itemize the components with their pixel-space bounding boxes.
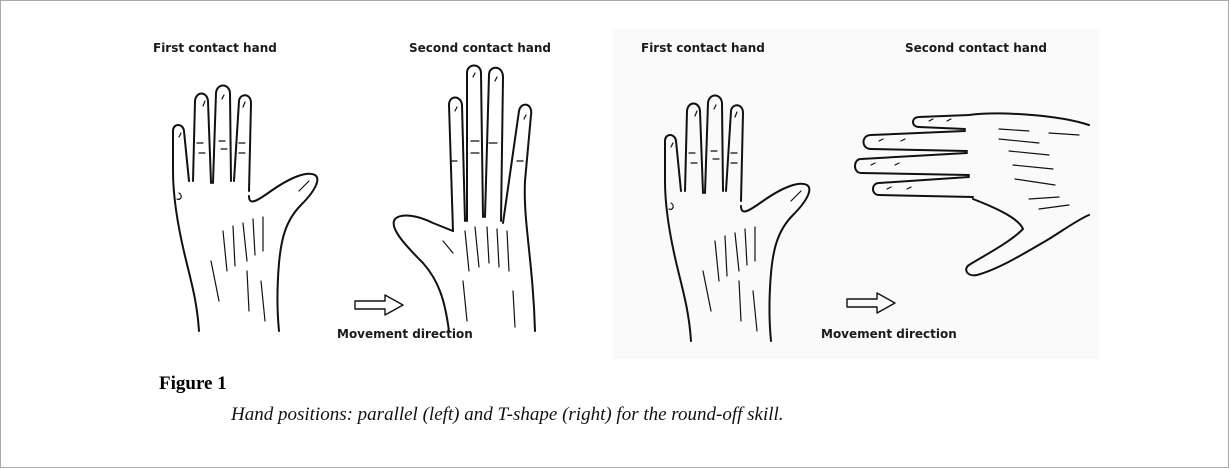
figure-caption-title: Figure 1 [159, 373, 227, 395]
first-contact-hand-drawing [151, 31, 351, 331]
figure-panel-parallel: First contact hand Second contact hand [151, 31, 591, 351]
arrow-right-icon [353, 293, 405, 317]
figure-panel-t-shape: First contact hand Second contact hand [613, 29, 1099, 359]
second-contact-hand-drawing [383, 31, 593, 331]
second-contact-hand-drawing [849, 69, 1089, 269]
arrow-right-icon [845, 291, 897, 315]
movement-direction-label: Movement direction [337, 327, 473, 341]
second-contact-hand-label: Second contact hand [905, 41, 1047, 55]
first-contact-hand-drawing [643, 41, 843, 341]
movement-direction-label: Movement direction [821, 327, 957, 341]
figure-caption-text: Hand positions: parallel (left) and T-sh… [231, 404, 784, 426]
